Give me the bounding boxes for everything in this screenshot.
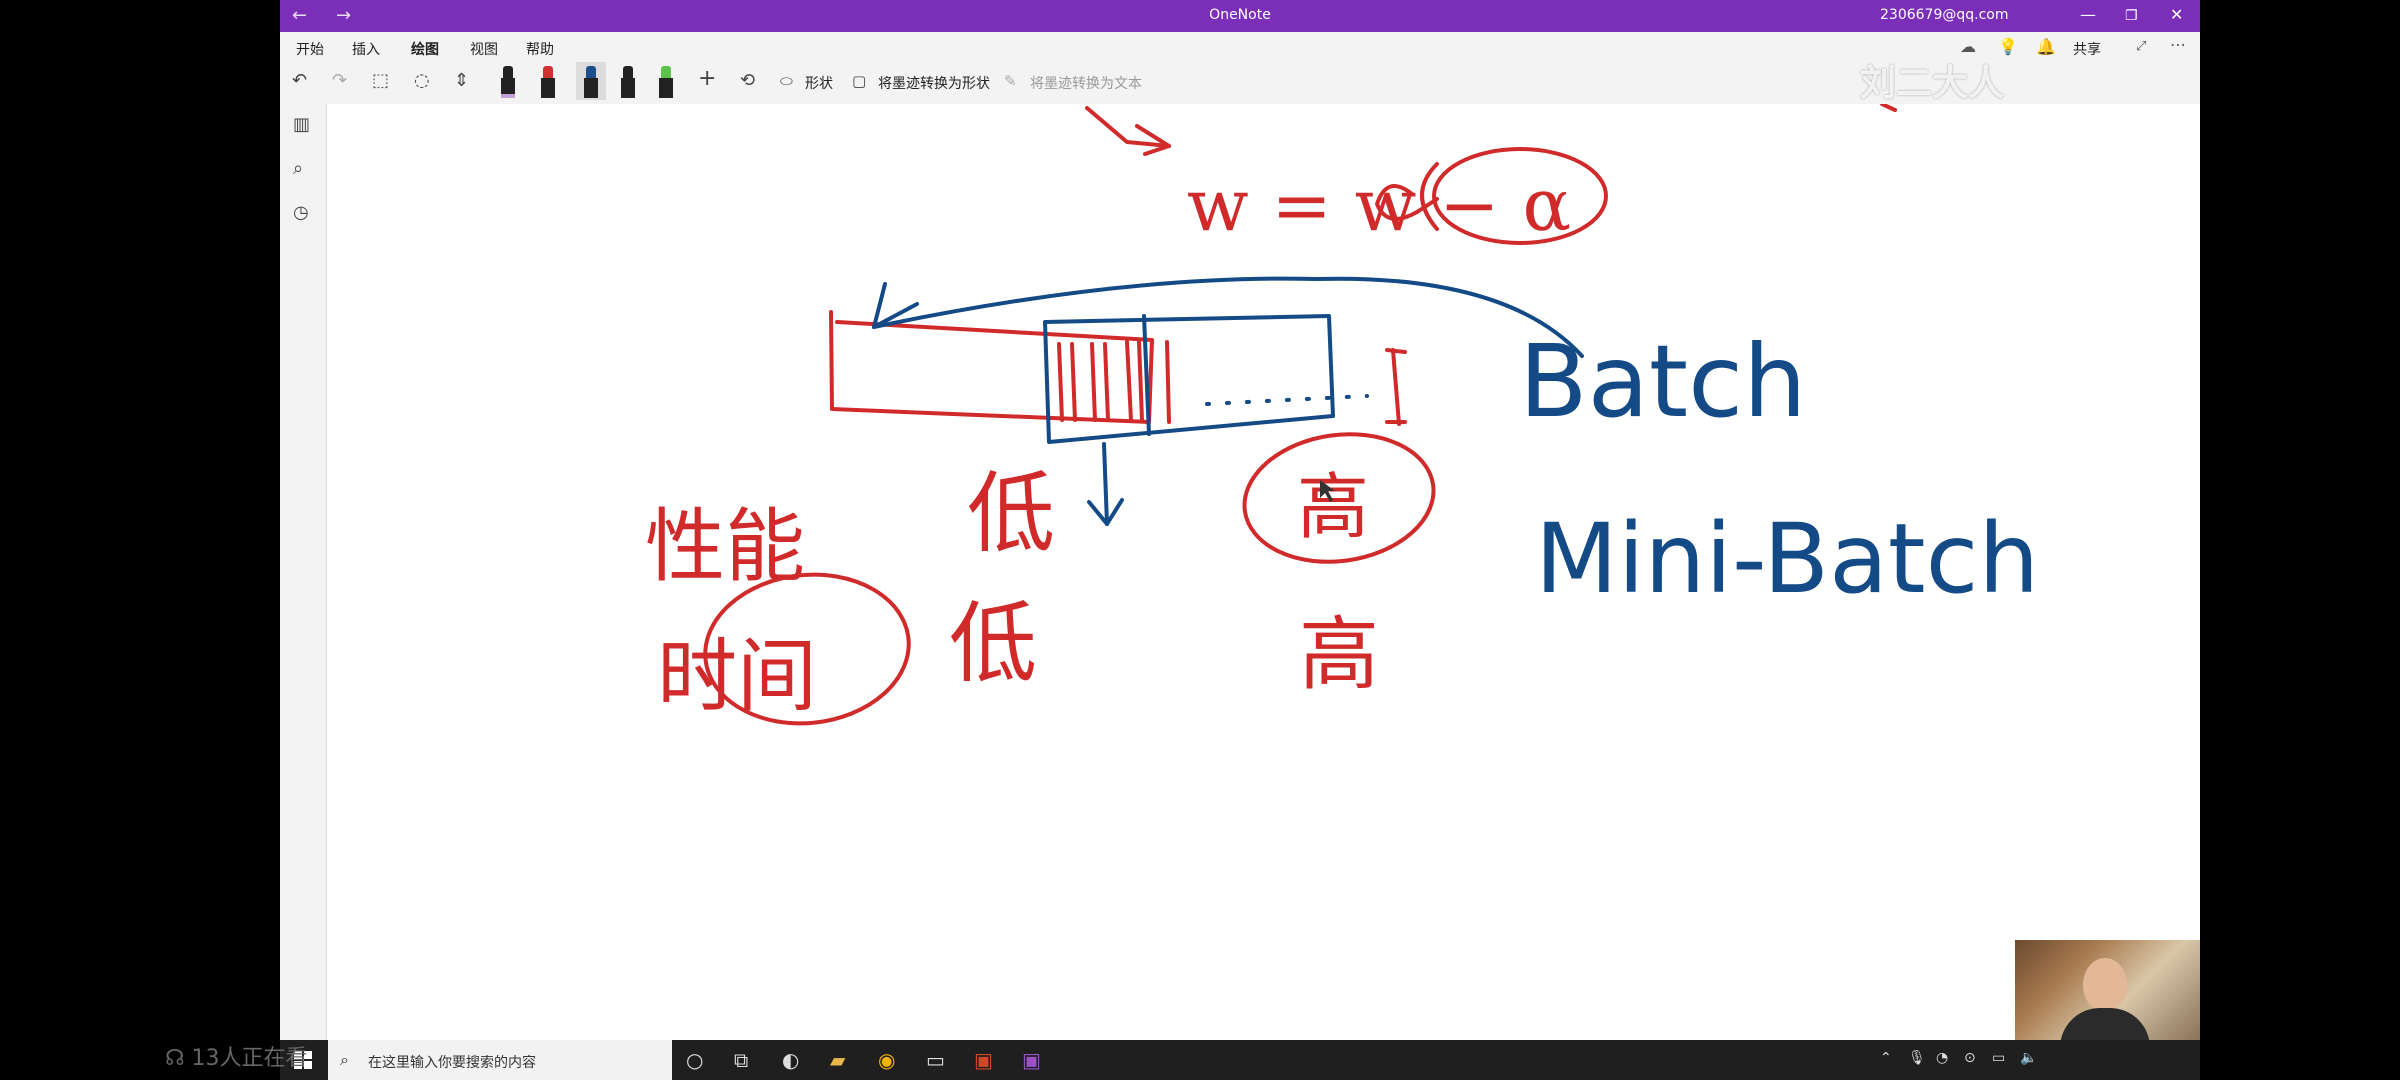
webcam-overlay: [2015, 940, 2200, 1040]
add-pen-icon[interactable]: +: [698, 66, 717, 91]
ink-to-text-icon: ✎: [1004, 72, 1017, 90]
formula-text: w = w − α: [1187, 163, 1571, 247]
lasso-icon[interactable]: ◌: [414, 70, 430, 91]
ribbon-tabs: 开始 插入 绘图 视图 帮助 ☁ 💡 🔔 共享 ⤢ ⋯: [280, 32, 2200, 63]
mini-batch-text: Mini-Batch: [1535, 503, 2039, 615]
viewers-icon: ☊: [165, 1046, 185, 1071]
terminal-icon[interactable]: ▭: [926, 1048, 945, 1072]
pen-black-purple[interactable]: [500, 66, 516, 98]
task-view-icon[interactable]: ⧉: [734, 1048, 749, 1072]
search-icon: ⌕: [340, 1050, 349, 1069]
insert-space-icon[interactable]: ⇕: [454, 70, 470, 91]
chevron-up-icon[interactable]: ⌃: [1880, 1050, 1892, 1066]
pen-black[interactable]: [620, 66, 636, 98]
watermark-text: 刘二大人: [1860, 63, 2005, 104]
time-label: 时间: [657, 630, 817, 723]
high-performance: 高: [1297, 465, 1369, 549]
page-canvas[interactable]: w = w − α Batch Mini-Batch 性能 时间 低 低 高 高: [327, 104, 2200, 1040]
tab-help[interactable]: 帮助: [526, 42, 554, 58]
handwriting-ink: w = w − α Batch Mini-Batch 性能 时间 低 低 高 高: [645, 104, 2039, 726]
performance-label: 性能: [645, 500, 805, 593]
share-button[interactable]: 共享: [2073, 42, 2101, 58]
tab-view[interactable]: 视图: [470, 42, 498, 58]
cortana-icon[interactable]: ○: [686, 1048, 704, 1072]
low-performance: 低: [967, 462, 1055, 565]
close-icon[interactable]: ✕: [2170, 5, 2184, 24]
file-explorer-icon[interactable]: ▰: [830, 1048, 846, 1072]
pen-green[interactable]: [658, 66, 674, 98]
tab-home[interactable]: 开始: [296, 42, 324, 58]
search-icon[interactable]: ⌕: [293, 158, 304, 179]
draw-toolbar: ↶ ↷ ⬚ ◌ ⇕ + ⟲ ⬭ 形状 ▢ 将墨迹转换为形状 ✎ 将墨迹转换为文本: [280, 60, 2200, 105]
forward-icon[interactable]: →: [336, 5, 352, 26]
microphone-icon[interactable]: 🎙: [1908, 1050, 1926, 1066]
notebooks-icon[interactable]: ▥: [293, 114, 311, 135]
high-time: 高: [1299, 608, 1379, 701]
chrome-icon[interactable]: ◉: [878, 1048, 896, 1072]
search-placeholder: 在这里输入你要搜索的内容: [368, 1055, 536, 1071]
network-icon[interactable]: ◔: [1936, 1050, 1949, 1066]
pen-red[interactable]: [540, 66, 556, 98]
shape-button[interactable]: 形状: [805, 76, 833, 92]
batch-text: Batch: [1519, 323, 1806, 440]
redo-icon[interactable]: ↷: [332, 70, 348, 91]
back-icon[interactable]: ←: [292, 5, 308, 26]
windows-taskbar: ⌕ 在这里输入你要搜索的内容 ○ ⧉ ◐ ▰ ◉ ▭ ▣ ▣ ⌃ 🎙 ◔ ⊙ ▭…: [280, 1040, 2200, 1080]
left-sidebar: ▥ ⌕ ◷: [280, 104, 327, 1040]
shape-icon: ⬭: [780, 72, 793, 90]
ink-to-shape-button[interactable]: 将墨迹转换为形状: [878, 76, 990, 92]
undo-icon[interactable]: ↶: [292, 70, 308, 91]
viewer-count: ☊ 13人正在看: [165, 1040, 308, 1072]
onenote-window: ← → OneNote 2306679@qq.com — ❐ ✕ 开始 插入 绘…: [280, 0, 2200, 1040]
recent-icon[interactable]: ◷: [293, 202, 309, 223]
low-time: 低: [949, 592, 1037, 695]
viewers-label: 13人正在看: [191, 1046, 308, 1071]
ink-to-shape-icon: ▢: [852, 72, 867, 90]
tab-insert[interactable]: 插入: [352, 42, 380, 58]
title-bar: ← → OneNote 2306679@qq.com — ❐ ✕: [280, 0, 2200, 32]
onenote-icon[interactable]: ▣: [1022, 1048, 1041, 1072]
restore-icon[interactable]: ❐: [2125, 8, 2138, 24]
powerpoint-icon[interactable]: ▣: [974, 1048, 993, 1072]
ink-to-text-button[interactable]: 将墨迹转换为文本: [1030, 76, 1142, 92]
security-icon[interactable]: ⊙: [1964, 1050, 1976, 1066]
lasso-select-icon[interactable]: ⬚: [372, 70, 390, 91]
lightbulb-icon[interactable]: 💡: [1998, 37, 2018, 56]
battery-icon[interactable]: ▭: [1992, 1050, 2006, 1066]
sync-icon[interactable]: ☁: [1960, 37, 1976, 56]
fullscreen-icon[interactable]: ⤢: [2136, 39, 2147, 54]
window-title: OneNote: [1209, 7, 1271, 23]
pen-blue[interactable]: [576, 62, 606, 100]
volume-icon[interactable]: 🔈: [2020, 1050, 2038, 1066]
bell-icon[interactable]: 🔔: [2036, 37, 2056, 56]
more-icon[interactable]: ⋯: [2170, 35, 2186, 54]
mouse-cursor: [1320, 480, 1335, 502]
app-icon[interactable]: ◐: [782, 1048, 800, 1072]
ruler-icon[interactable]: ⟲: [740, 70, 756, 91]
minimize-icon[interactable]: —: [2080, 5, 2096, 24]
taskbar-search-box[interactable]: ⌕ 在这里输入你要搜索的内容: [328, 1040, 672, 1080]
windows-start-icon[interactable]: [294, 1051, 312, 1069]
account-label[interactable]: 2306679@qq.com: [1880, 7, 2009, 23]
